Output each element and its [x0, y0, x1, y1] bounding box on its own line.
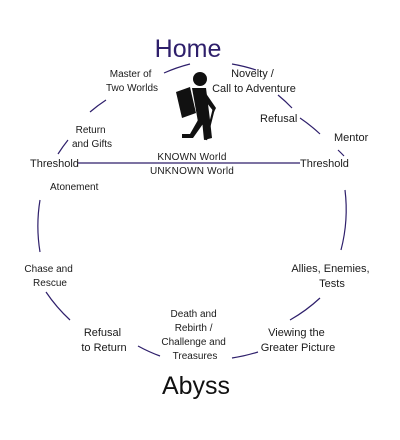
- cycle-arc-lower-right: [289, 297, 321, 321]
- stage-refusal-return-label: Refusal to Return: [81, 327, 126, 354]
- cycle-arc-upper-right-2: [299, 117, 321, 135]
- stage-mentor-label: Mentor: [334, 132, 369, 144]
- cycle-arc-left: [37, 199, 41, 253]
- threshold-right-label: Threshold: [300, 158, 349, 170]
- stage-viewing-label: Viewing the Greater Picture: [261, 327, 336, 354]
- cycle-arc-upper-right-1: [277, 94, 293, 109]
- cycle-arc-upper-right-3: [337, 149, 345, 157]
- cycle-arc-top-left: [163, 63, 191, 74]
- cycle-arc-right: [340, 189, 347, 251]
- cycle-arc-top-right: [231, 63, 257, 71]
- stage-return-gifts-label: Return and Gifts: [72, 125, 112, 150]
- title-abyss: Abyss: [162, 372, 230, 400]
- cycle-arc-upper-left-1: [57, 139, 69, 155]
- unknown-world-label: UNKNOWN World: [150, 166, 234, 177]
- stage-novelty-label: Novelty / Call to Adventure: [212, 68, 296, 95]
- title-home: Home: [155, 35, 222, 63]
- stage-death-label: Death and Rebirth / Challenge and Treasu…: [161, 309, 228, 362]
- hiker-icon: [176, 72, 216, 141]
- stage-refusal-label: Refusal: [260, 113, 297, 125]
- cycle-arc-bottom-right: [231, 351, 259, 359]
- stage-master-label: Master of Two Worlds: [106, 69, 158, 94]
- stage-chase-label: Chase and Rescue: [24, 264, 75, 289]
- stage-atonement-label: Atonement: [50, 182, 99, 193]
- cycle-circle: [37, 63, 347, 359]
- stage-allies-label: Allies, Enemies, Tests: [291, 263, 372, 290]
- cycle-arc-lower-left: [45, 291, 71, 321]
- known-world-label: KNOWN World: [157, 152, 226, 163]
- cycle-arc-upper-left-2: [89, 99, 107, 113]
- cycle-arc-bottom-left: [137, 345, 161, 357]
- threshold-left-label: Threshold: [30, 158, 79, 170]
